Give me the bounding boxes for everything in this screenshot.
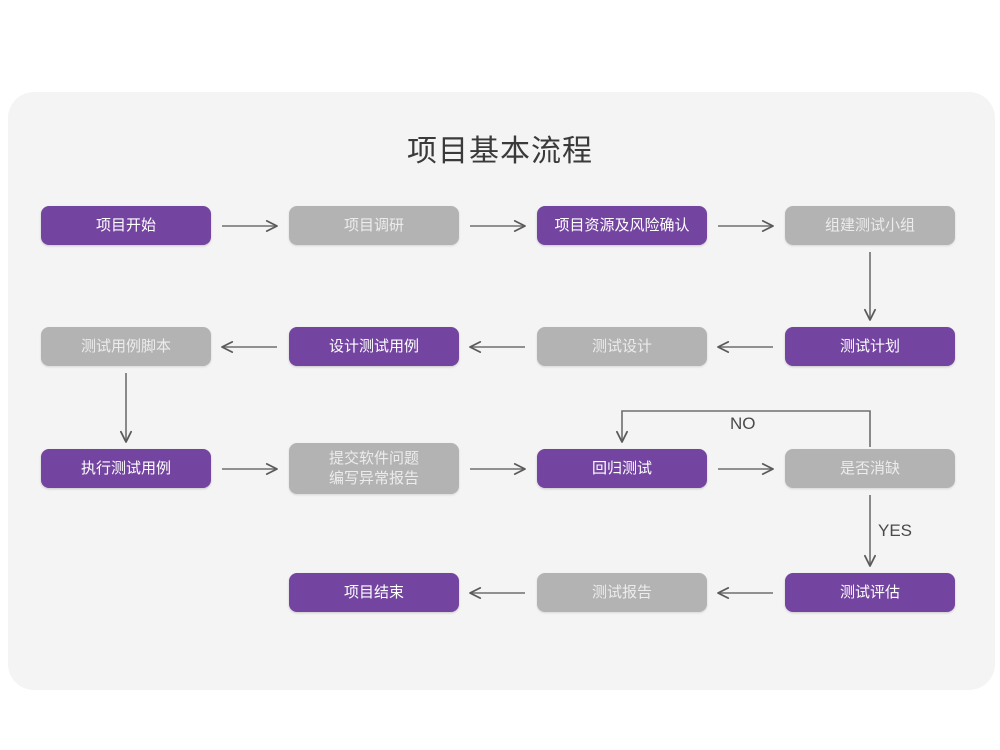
flow-node-n15[interactable]: 测试评估 xyxy=(785,573,955,612)
flow-node-n14[interactable]: 测试报告 xyxy=(537,573,707,612)
page-title: 项目基本流程 xyxy=(407,135,593,168)
flow-node-n8[interactable]: 测试计划 xyxy=(785,327,955,366)
flow-node-n9[interactable]: 执行测试用例 xyxy=(41,449,211,488)
edge-label-no: NO xyxy=(730,414,756,433)
flow-node-n12[interactable]: 是否消缺 xyxy=(785,449,955,488)
flow-node-n3[interactable]: 项目资源及风险确认 xyxy=(537,206,707,245)
flow-node-n10[interactable]: 提交软件问题 编写异常报告 xyxy=(289,443,459,494)
flow-node-n11[interactable]: 回归测试 xyxy=(537,449,707,488)
flow-node-n4[interactable]: 组建测试小组 xyxy=(785,206,955,245)
edge-label-yes: YES xyxy=(878,521,913,540)
flow-node-n13[interactable]: 项目结束 xyxy=(289,573,459,612)
flow-node-n5[interactable]: 测试用例脚本 xyxy=(41,327,211,366)
flow-node-n6[interactable]: 设计测试用例 xyxy=(289,327,459,366)
flow-node-n2[interactable]: 项目调研 xyxy=(289,206,459,245)
flow-node-n7[interactable]: 测试设计 xyxy=(537,327,707,366)
flow-node-n1[interactable]: 项目开始 xyxy=(41,206,211,245)
